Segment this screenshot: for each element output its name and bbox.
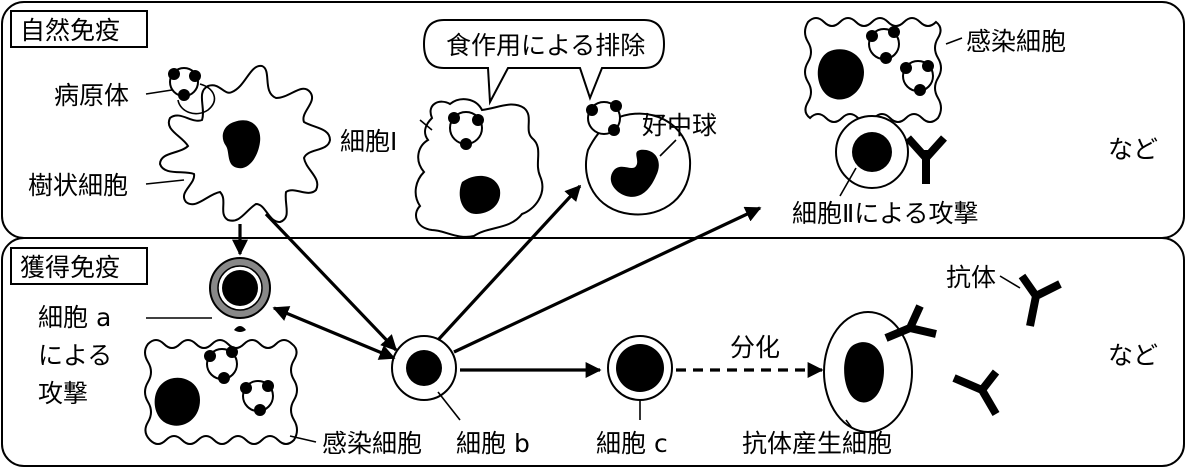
infected-cell-bottom-leader-line [289,435,317,443]
cell-I [414,98,544,238]
innate-title: 自然免疫 [20,16,120,45]
infected-cell-bottom-label: 感染細胞 [322,429,422,458]
cell-a [209,257,271,332]
antibody-producing-cell [823,311,913,433]
cell-c-label: 細胞 c [596,429,668,458]
cell-a-label-line3: 攻撃 [38,379,88,408]
cell-b-label: 細胞 b [456,429,530,458]
cell-II-leader-line [839,167,857,197]
acquired-immunity-panel: 獲得免疫 [1,237,1185,467]
cell-b-leader-line [437,391,461,421]
cell-II-attack-label: 細胞Ⅱによる攻撃 [792,199,979,228]
infected-cell-bottom [144,339,298,445]
acquired-title: 獲得免疫 [20,253,120,282]
pathogen-icon [168,67,216,115]
pathogen-icon [204,346,238,384]
antibody-producing-cell-label: 抗体産生細胞 [742,429,892,458]
etc-bottom-label: など [1108,341,1158,370]
dendritic-cell-label: 樹状細胞 [28,171,128,200]
cell-a-label-line2: による [38,341,112,370]
pathogen-icon [586,100,622,136]
etc-top-label: など [1108,135,1158,164]
infected-cell-top-label: 感染細胞 [966,27,1066,56]
antibody-icon [905,135,947,184]
infected-cell-top-leader-line [945,37,963,45]
pathogen-icon [240,380,274,416]
pathogen-icon [900,60,934,96]
cell-I-label: 細胞Ⅰ [340,127,397,156]
antibody-label: 抗体 [946,263,996,292]
pathogen-icon [448,111,484,150]
pathogen-label: 病原体 [54,81,129,110]
antibody-leader-line [999,275,1021,289]
acquired-title-box [10,247,148,285]
innate-title-box [10,10,148,48]
phagocytosis-bubble-text: 食作用による排除 [446,31,645,60]
antibody-icon [884,304,937,342]
infected-cell-top [804,17,942,123]
cell-b [391,335,457,401]
arrow-cell-b-to-neutrophil [436,184,582,342]
pathogen-icon [866,26,900,64]
arrow-dendritic-to-cell-b [264,212,398,352]
dendritic-leader-line [145,179,185,185]
neutrophil-label: 好中球 [642,111,717,140]
arrow-cell-b-cell-a [272,306,396,360]
cell-c [607,335,673,401]
antibody-producing-cell-leader-line [845,419,853,429]
phagocytosis-bubble: 食作用による排除 [422,19,666,106]
antibody-icon [952,369,1000,417]
dendritic-cell [158,64,332,224]
differentiation-label: 分化 [730,333,780,362]
arrow-cell-b-to-cell-II [453,206,762,354]
neutrophil [585,112,692,216]
cell-a-label-line1: 細胞 a [38,303,111,332]
cell-II [835,115,909,189]
cell-I-leader-line [419,119,433,131]
antibody-icon [1018,273,1062,327]
pathogen-leader-line [145,89,173,95]
neutrophil-leader-line [659,139,677,157]
